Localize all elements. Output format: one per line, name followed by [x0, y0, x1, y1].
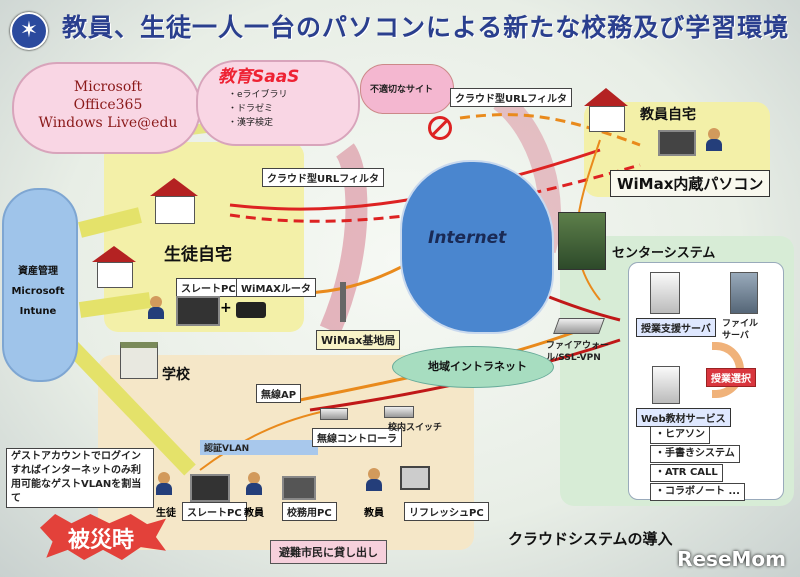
student-label: 生徒 — [156, 508, 176, 519]
board-logo-icon: ✶ — [10, 12, 48, 50]
student-home-label: 生徒自宅 — [164, 245, 232, 265]
saas-item: ・ドラゼミ — [228, 104, 274, 114]
slate-pc-label: スレートPC — [182, 502, 247, 521]
service-list: ・ヒアソン ・手書きシステム ・ATR CALL ・コラボノート ... — [650, 426, 745, 501]
firewall-label: ファイアウォール/SSL-VPN — [546, 341, 610, 363]
saas-item: ・eライブラリ — [228, 90, 288, 100]
file-server-label: ファイルサーバ — [722, 319, 759, 341]
yellow-arrow-2 — [78, 292, 152, 318]
teacher-icon — [246, 472, 262, 495]
teacher-icon — [706, 128, 722, 151]
orange-dash — [459, 113, 641, 147]
regional-intranet-ellipse — [392, 346, 554, 388]
class-server-label: 授業支援サーバ — [636, 318, 716, 337]
building-icon — [558, 212, 606, 270]
block-icon — [428, 116, 452, 140]
web-service-label: Web教材サービス — [636, 408, 731, 427]
router-icon — [236, 302, 266, 318]
refresh-pc-label: リフレッシュPC — [404, 502, 489, 521]
firewall-icon — [553, 318, 605, 334]
wimax-router-label: WiMAXルータ — [236, 278, 316, 297]
center-system-title: センターシステム — [612, 246, 716, 261]
regional-intranet-label: 地域イントラネット — [428, 360, 527, 373]
intune-line-2: Microsoft — [11, 286, 65, 297]
laptop-icon — [658, 130, 696, 156]
antenna-icon — [340, 282, 346, 322]
server-icon — [650, 272, 680, 314]
intune-line-1: 資産管理 — [18, 266, 58, 277]
internet-label: Internet — [428, 228, 507, 248]
microsoft-text: Microsoft Office365 Windows Live@edu — [28, 78, 188, 132]
lend-label: 避難市民に貸し出し — [270, 540, 387, 564]
teacher-pc-label: WiMax内蔵パソコン — [610, 170, 771, 197]
saas-cloud — [196, 60, 360, 146]
desktop-pc-icon — [400, 466, 430, 490]
ms-line-1: Microsoft — [73, 79, 143, 95]
teacher-home-label: 教員自宅 — [640, 107, 696, 123]
yellow-arrow-3 — [64, 339, 196, 476]
teacher-label-2: 教員 — [364, 508, 384, 519]
inappropriate-site-cloud — [360, 64, 454, 114]
url-filter-mid: クラウド型URLフィルタ — [262, 168, 384, 187]
intune-text: 資産管理 Microsoft Intune — [6, 262, 70, 322]
school-building-icon — [120, 342, 158, 379]
plus-icon: + — [220, 300, 232, 316]
house-icon — [584, 88, 628, 132]
school-pc-label: 校務用PC — [282, 502, 337, 521]
laptop-icon — [282, 476, 316, 500]
house-icon — [150, 178, 198, 224]
school-title: 学校 — [162, 367, 190, 383]
inappropriate-site-label: 不適切なサイト — [370, 85, 434, 95]
ms-line-3: Windows Live@edu — [38, 115, 178, 131]
switch-icon — [384, 406, 414, 418]
switch-icon — [320, 408, 348, 420]
student-icon — [148, 296, 164, 319]
service-item: ・コラボノート ... — [650, 483, 745, 501]
web-server-icon — [652, 366, 680, 404]
red-line-1 — [229, 148, 601, 211]
wireless-controller-label: 無線コントローラ — [312, 428, 402, 447]
house-icon — [92, 246, 136, 288]
saas-title: 教育SaaS — [218, 67, 300, 87]
intune-cloud — [2, 188, 78, 382]
slate-pc-icon — [190, 474, 230, 502]
ms-line-2: Office365 — [73, 97, 143, 113]
service-item: ・ATR CALL — [650, 464, 723, 482]
wireless-ap-label: 無線AP — [256, 384, 302, 403]
teacher-icon — [366, 468, 382, 491]
yellow-arrow-1 — [78, 207, 142, 238]
saas-item: ・漢字検定 — [228, 118, 274, 128]
microsoft-cloud — [12, 62, 201, 154]
orange-school — [199, 409, 331, 471]
student-icon — [156, 472, 172, 495]
service-item: ・手書きシステム — [650, 445, 740, 463]
service-item: ・ヒアソン — [650, 426, 710, 444]
vlan-label: 認証VLAN — [200, 440, 318, 455]
wimax-station-label: WiMax基地局 — [316, 330, 401, 350]
campus-switch-label: 校内スイッチ — [388, 423, 443, 433]
red-line-dash — [229, 163, 641, 223]
intune-line-3: Intune — [19, 306, 57, 317]
slide-title: 教員、生徒一人一台のパソコンによる新たな校務及び学習環境 — [62, 13, 790, 42]
lesson-select-label: 授業選択 — [706, 368, 756, 387]
internet-cloud — [400, 160, 554, 334]
file-server-icon — [730, 272, 758, 314]
saas-items: ・eライブラリ ・ドラゼミ ・漢字検定 — [228, 88, 288, 130]
url-filter-top: クラウド型URLフィルタ — [450, 88, 572, 107]
disaster-label: 被災時 — [68, 527, 135, 553]
teacher-label-1: 教員 — [244, 508, 264, 519]
cloud-intro-text: クラウドシステムの導入 — [508, 530, 673, 548]
watermark: ReseMom — [677, 547, 786, 571]
slate-pc-icon — [176, 296, 220, 326]
slate-pc-home-label: スレートPC — [176, 278, 241, 297]
guest-vlan-note: ゲストアカウントでログインすればインターネットのみ利用可能なゲストVLANを割当… — [6, 448, 154, 508]
